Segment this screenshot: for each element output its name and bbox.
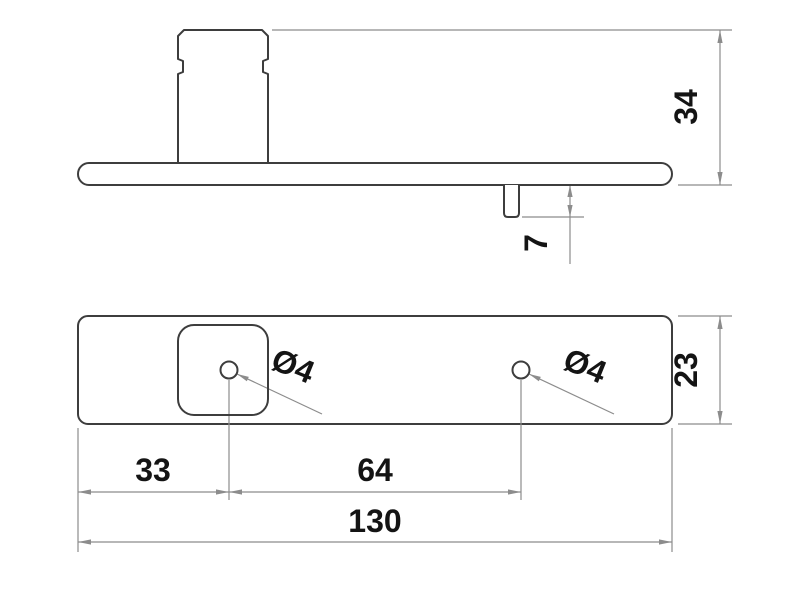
plan-view-part-features [177,324,531,416]
plate-face-outline [77,315,673,425]
label-height-34: 34 [668,89,704,125]
arrow-34-top [717,30,723,43]
label-length-130: 130 [348,503,401,539]
leader-arrow-hole-right [529,374,541,382]
label-pin-7: 7 [518,234,554,252]
plan-view-dimensions [77,315,732,552]
arrow-34-bottom [717,172,723,185]
hole-left [219,360,239,380]
plate-profile [77,162,673,186]
hole-right [511,360,531,380]
leader-arrow-hole-left [237,374,249,382]
label-width-23: 23 [668,352,704,388]
arrow-130-right [659,539,672,545]
side-view-dimensions [272,29,732,264]
label-offset-33: 33 [135,452,171,488]
recess-outline [177,324,269,416]
leader-hole-right [528,373,615,415]
arrow-23-top [717,316,723,329]
arrow-7-top [567,185,573,197]
arrow-130-left [78,539,91,545]
arrow-64-right [508,489,521,495]
plan-view-part-base [77,315,673,425]
dimension-labels: 34 7 23 Ø4 Ø4 33 64 130 [135,89,704,539]
arrow-64-left [229,489,242,495]
side-view-part [77,29,673,218]
arrow-23-bottom [717,411,723,424]
pin-profile [503,185,520,218]
clip-boss-outline [177,29,269,163]
arrow-33-left [78,489,91,495]
label-spacing-64: 64 [357,452,393,488]
leader-hole-left [236,373,323,415]
arrow-7-bottom [567,205,573,217]
arrow-33-right [216,489,229,495]
